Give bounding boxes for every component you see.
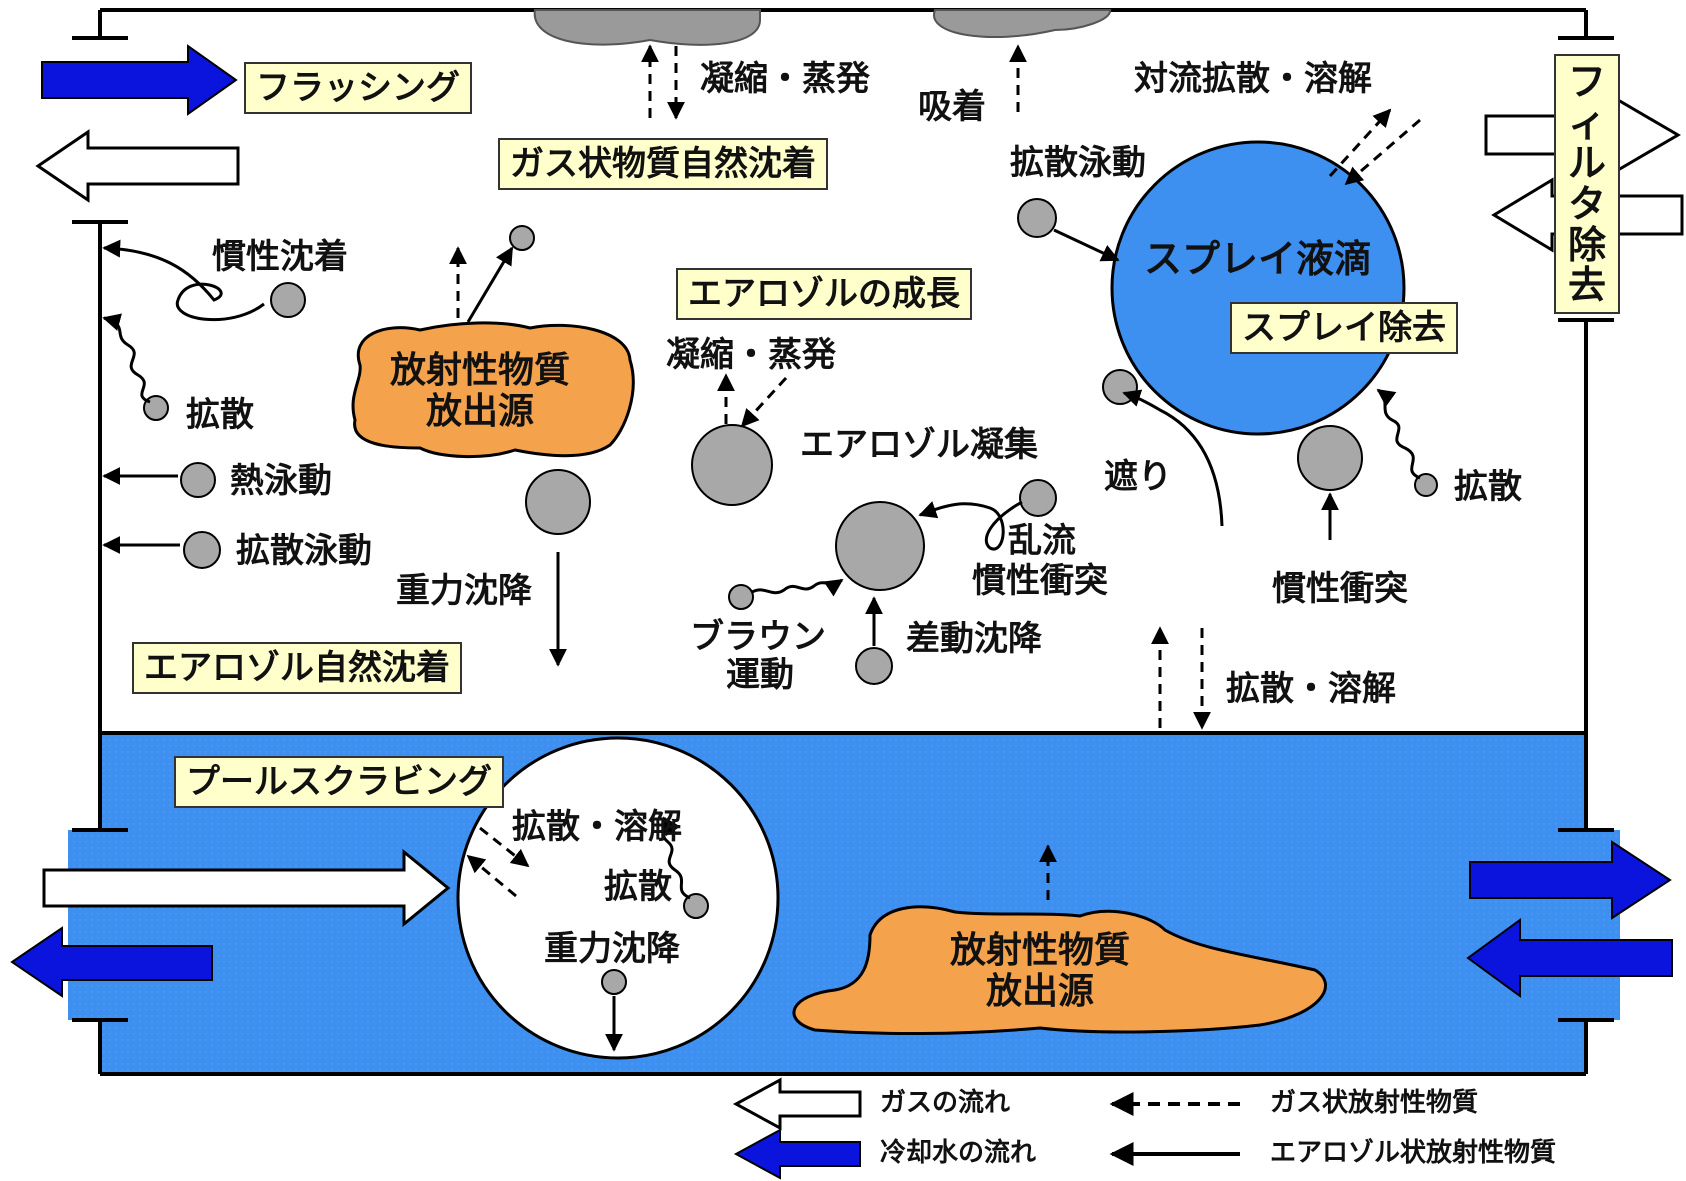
pool-source-line1: 放射性物質 [949,930,1130,971]
gas-release-source-blob [351,321,635,458]
particle-diffusion-right [1414,473,1438,497]
gas-source-line2: 放出源 [425,391,534,433]
turbulent-label-line1: 乱流 [1008,521,1076,561]
diffusion-dissolution-mid-label: 拡散・溶解 [1226,669,1396,709]
particle-diffusiophoresis-left [183,531,221,569]
gravity-settling-label: 重力沈降 [396,571,532,611]
containment-walls [72,8,1614,1076]
pool-bubble-circle [456,736,780,1060]
diffusion-right-label: 拡散 [1454,467,1522,507]
adsorption-label: 吸着 [918,87,986,127]
cloud-condensation [533,9,761,46]
pool-source-line2: 放出源 [985,971,1094,1013]
particle-differential [855,647,893,685]
pool-release-source-label: 放射性物質 放出源 [940,930,1140,1013]
flushing-inflow-arrow [41,44,238,116]
legend-aerosol-label: エアロゾル状放射性物質 [1270,1138,1557,1168]
legend-coolant-flow-label: 冷却水の流れ [880,1138,1037,1168]
diffusion-left-label: 拡散 [186,395,254,435]
gas-release-source-label: 放射性物質 放出源 [380,350,580,433]
condense-evap-mid-label: 凝縮・蒸発 [666,335,836,375]
turbulent-label-line2: 慣性衝突 [972,561,1108,601]
differential-settling-label: 差動沈降 [906,619,1042,659]
pool-coolant-outflow-right [1469,840,1672,920]
particle-diffusiophoresis-top [1017,198,1057,238]
pool-coolant-inflow-right [1466,918,1673,998]
particle-impaction [1297,425,1363,491]
particle-gravity [525,469,591,535]
legend-gas-flow-label: ガスの流れ [880,1088,1011,1118]
cloud-adsorption [933,9,1111,39]
aerosol-agglomeration-label: エアロゾル凝集 [800,425,1038,465]
aerosol-arrows [102,228,1421,1052]
particle-agglomerate [835,501,925,591]
pool-diffusion-dissolution-label: 拡散・溶解 [512,807,682,847]
particle-turbulent [1019,479,1057,517]
pool-release-source-blob [792,905,1327,1036]
pool-coolant-outflow-left [10,926,213,998]
particle-pool-diffusion [683,893,709,919]
aerosol-particles [143,198,1438,995]
particle-thermophoresis [180,462,216,498]
aerosol-deposition-box: エアロゾル自然沈着 [132,642,462,694]
gas-deposition-box: ガス状物質自然沈着 [498,138,828,190]
interception-label: 遮り [1104,457,1172,497]
spray-droplet-circle [1110,140,1406,436]
filter-removal-box: フィルタ除去 [1554,54,1620,314]
legend-coolant-flow-icon [733,1128,861,1180]
particle-interception [1102,369,1138,405]
particle-pool-gravity [601,969,627,995]
legend-gas-flow-icon [732,1077,862,1131]
brownian-label-line1: ブラウン [690,617,826,657]
brownian-label-line2: 運動 [726,655,794,695]
pool-diffusion-label: 拡散 [604,867,672,907]
gas-outflow-arrow-left [35,129,240,203]
legend-gaseous-label: ガス状放射性物質 [1270,1088,1479,1118]
aerosol-growth-box: エアロゾルの成長 [676,268,972,320]
particle-condensing [691,424,773,506]
flushing-box: フラッシング [244,62,472,114]
condense-evap-top-label: 凝縮・蒸発 [700,59,870,99]
particle-inertial [270,282,306,318]
gas-source-line1: 放射性物質 [389,350,570,391]
convective-diffusion-label: 対流拡散・溶解 [1134,59,1372,99]
particle-brownian [728,584,754,610]
pool-gravity-settling-label: 重力沈降 [544,929,680,969]
pool-gas-inflow-arrow [42,848,451,928]
pool-scrubbing-box: プールスクラビング [174,756,504,808]
diffusiophoresis-left-label: 拡散泳動 [236,531,372,571]
diffusiophoresis-top-label: 拡散泳動 [1010,143,1146,183]
pool-inlet-left [68,830,102,1020]
spray-removal-box: スプレイ除去 [1230,302,1458,354]
spray-droplet-label: スプレイ液滴 [1144,237,1373,281]
inertial-deposition-label: 慣性沈着 [212,237,348,277]
thermophoresis-label: 熱泳動 [230,461,332,501]
inertial-impaction-label: 慣性衝突 [1272,569,1408,609]
particle-source-top [509,225,535,251]
gaseous-arrows [449,44,1421,900]
